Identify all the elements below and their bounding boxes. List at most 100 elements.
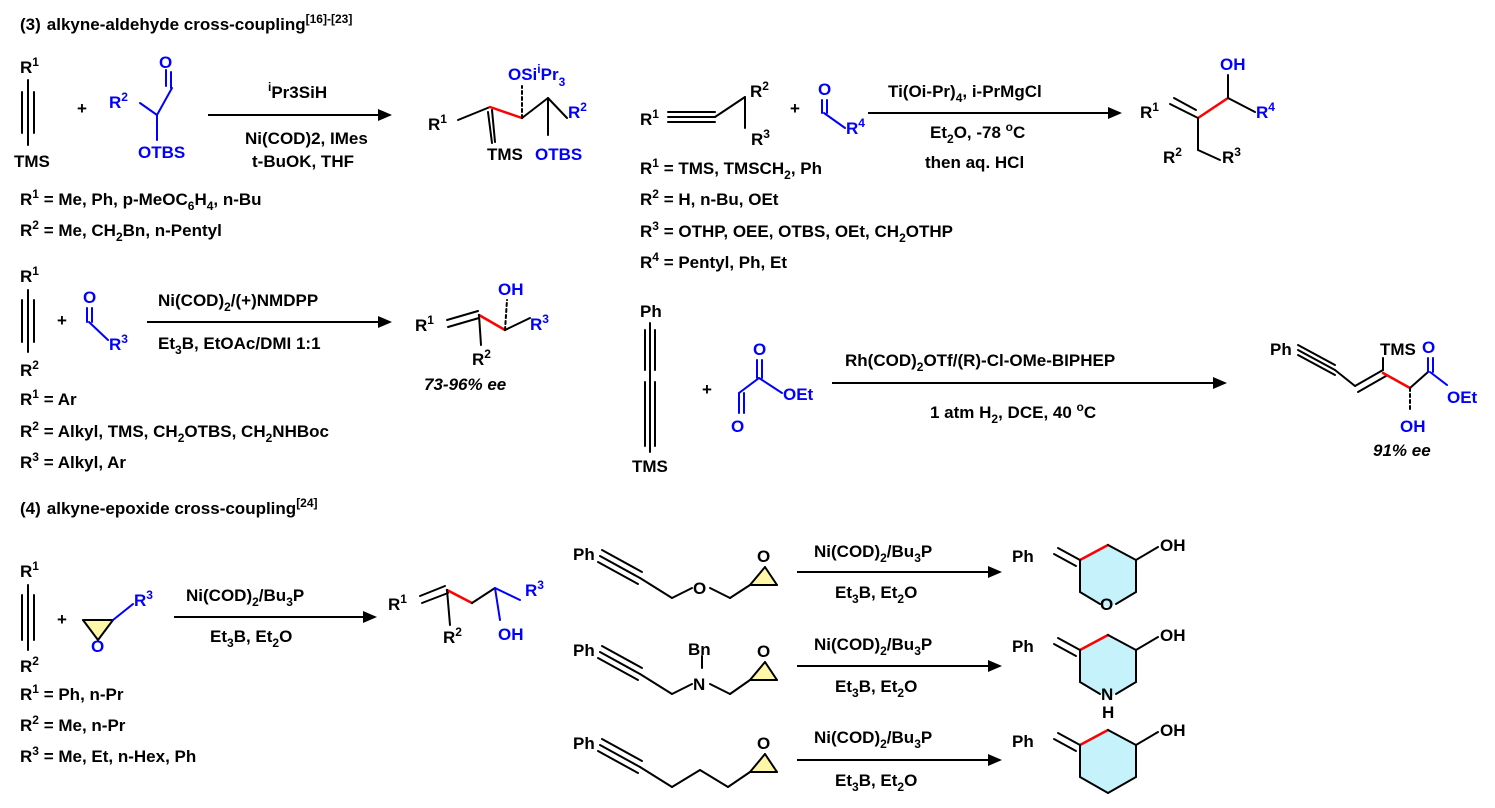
r7-condition-1: Ni(COD)2/Bu3P bbox=[814, 635, 932, 658]
reaction-7: Ph N Bn O Ni(COD)2/Bu3P Et3B, Et2O N H bbox=[573, 626, 1186, 722]
svg-text:O: O bbox=[91, 637, 104, 656]
r4-condition-1: Rh(COD)2OTf/(R)-Cl-OMe-BIPHEP bbox=[845, 351, 1115, 374]
r5-condition-1: Ni(COD)2/Bu3P bbox=[186, 586, 304, 609]
svg-text:H: H bbox=[1102, 703, 1114, 722]
reaction-1: R1 TMS + R2 O OTBS iPr3SiH Ni(COD)2, IMe… bbox=[14, 53, 587, 244]
svg-text:OH: OH bbox=[498, 280, 524, 299]
svg-text:R3: R3 bbox=[525, 578, 544, 600]
reaction-5: R1 R2 + O R3 Ni(COD)2/Bu3P Et3B, Et2O R1 bbox=[20, 559, 544, 766]
svg-text:OTBS: OTBS bbox=[138, 143, 185, 162]
r5-substituent-3: R3 = Me, Et, n-Hex, Ph bbox=[20, 744, 196, 766]
reaction-3: R1 R2 + O R3 Ni(COD)2/(+)NMDPP Et3B, EtO… bbox=[20, 264, 549, 472]
r4-glyoxylate: O OEt O bbox=[731, 340, 814, 436]
reaction-4: Ph TMS + O OEt O Rh(COD)2OTf/(R)-Cl-OMe-… bbox=[632, 302, 1478, 476]
svg-text:R1: R1 bbox=[20, 559, 39, 581]
svg-text:O: O bbox=[753, 340, 766, 359]
r2-condition-1: Et2O, -78 oC bbox=[930, 120, 1025, 146]
svg-text:Ph: Ph bbox=[1270, 340, 1292, 359]
r2-substituent-2: R2 = H, n-Bu, OEt bbox=[640, 187, 779, 209]
svg-text:+: + bbox=[790, 99, 800, 118]
svg-text:Ph: Ph bbox=[1012, 732, 1034, 751]
r3-substituent-2: R2 = Alkyl, TMS, CH2OTBS, CH2NHBoc bbox=[20, 419, 329, 445]
r6-condition-2: Et3B, Et2O bbox=[835, 583, 917, 606]
svg-text:O: O bbox=[757, 642, 770, 661]
svg-text:O: O bbox=[757, 547, 770, 566]
svg-text:+: + bbox=[57, 610, 67, 629]
r2-product: R1 OH R4 R2 R3 bbox=[1140, 55, 1275, 167]
r1-substituent-2: R2 = Me, CH2Bn, n-Pentyl bbox=[20, 218, 222, 244]
svg-text:R3: R3 bbox=[1222, 145, 1241, 167]
svg-text:R2: R2 bbox=[109, 90, 128, 112]
svg-text:R3: R3 bbox=[134, 588, 153, 610]
r7-condition-2: Et3B, Et2O bbox=[835, 677, 917, 700]
r2-substituent-4: R4 = Pentyl, Ph, Et bbox=[640, 250, 787, 272]
svg-text:R3: R3 bbox=[751, 127, 770, 149]
svg-text:R4: R4 bbox=[1256, 100, 1275, 122]
svg-text:OEt: OEt bbox=[1447, 388, 1478, 407]
r5-substituent-1: R1 = Ph, n-Pr bbox=[20, 682, 124, 704]
r8-condition-1: Ni(COD)2/Bu3P bbox=[814, 728, 932, 751]
svg-text:OH: OH bbox=[1400, 417, 1426, 436]
section-3-heading: (3)alkyne-aldehyde cross-coupling[16]-[2… bbox=[20, 12, 352, 34]
svg-text:R2: R2 bbox=[20, 358, 39, 380]
svg-text:OEt: OEt bbox=[783, 385, 814, 404]
svg-text:R3: R3 bbox=[109, 332, 128, 354]
r4-ee: 91% ee bbox=[1373, 441, 1431, 460]
svg-text:(4)alkyne-epoxide cross-coupli: (4)alkyne-epoxide cross-coupling[24] bbox=[20, 496, 318, 518]
svg-text:R2: R2 bbox=[472, 347, 491, 369]
section-4-heading: (4)alkyne-epoxide cross-coupling[24] bbox=[20, 496, 318, 518]
r6-product-oxane: O Ph OH bbox=[1012, 536, 1186, 614]
svg-text:R2: R2 bbox=[443, 625, 462, 647]
svg-text:O: O bbox=[731, 417, 744, 436]
svg-text:R3: R3 bbox=[530, 312, 549, 334]
r6-condition-1: Ni(COD)2/Bu3P bbox=[814, 542, 932, 565]
svg-text:O: O bbox=[693, 579, 706, 598]
r1-substituent-1: R1 = Me, Ph, p-MeOC6H4, n-Bu bbox=[20, 187, 262, 213]
svg-text:OH: OH bbox=[498, 625, 524, 644]
r1-aldehyde: R2 O OTBS bbox=[109, 53, 185, 162]
r2-aldehyde: O R4 bbox=[818, 80, 865, 138]
svg-text:OH: OH bbox=[1160, 626, 1186, 645]
svg-text:R2: R2 bbox=[750, 79, 769, 101]
r1-condition-2: t-BuOK, THF bbox=[252, 152, 354, 171]
r2-substituent-3: R3 = OTHP, OEE, OTBS, OEt, CH2OTHP bbox=[640, 219, 953, 245]
r1-reagent: iPr3SiH bbox=[268, 80, 327, 102]
reaction-6: Ph O O Ni(COD)2/Bu3P Et3B, Et2O O Ph bbox=[573, 536, 1186, 614]
svg-text:OSiiPr3: OSiiPr3 bbox=[508, 62, 566, 89]
svg-text:TMS: TMS bbox=[487, 145, 523, 164]
r3-substituent-1: R1 = Ar bbox=[20, 387, 77, 409]
r5-condition-2: Et3B, Et2O bbox=[210, 627, 292, 650]
svg-text:R1: R1 bbox=[388, 592, 407, 614]
svg-text:R1: R1 bbox=[640, 107, 659, 129]
plus-sign: + bbox=[77, 99, 87, 118]
reaction-2: R1 R2 R3 + O R4 Ti(Oi-Pr)4, i-PrMgCl Et2… bbox=[640, 55, 1275, 272]
svg-text:R1: R1 bbox=[415, 313, 434, 335]
r2-condition-2: then aq. HCl bbox=[925, 153, 1024, 172]
svg-text:Ph: Ph bbox=[1012, 637, 1034, 656]
svg-text:R1: R1 bbox=[1140, 100, 1159, 122]
r1-alkyne-r1: R1 bbox=[20, 55, 39, 77]
svg-text:N: N bbox=[693, 675, 705, 694]
r5-product: R1 R3 OH R2 bbox=[388, 578, 544, 647]
svg-text:(3)alkyne-aldehyde cross-coupl: (3)alkyne-aldehyde cross-coupling[16]-[2… bbox=[20, 12, 352, 34]
svg-text:TMS: TMS bbox=[1380, 340, 1416, 359]
svg-text:O: O bbox=[757, 734, 770, 753]
svg-text:+: + bbox=[702, 380, 712, 399]
svg-text:Bn: Bn bbox=[688, 640, 711, 659]
svg-text:Ph: Ph bbox=[573, 641, 595, 660]
svg-text:O: O bbox=[818, 80, 831, 99]
reaction-8: Ph O Ni(COD)2/Bu3P Et3B, Et2O Ph OH bbox=[573, 721, 1186, 794]
r8-condition-2: Et3B, Et2O bbox=[835, 771, 917, 794]
svg-text:Ph: Ph bbox=[573, 545, 595, 564]
svg-text:R1: R1 bbox=[428, 112, 447, 134]
svg-text:OH: OH bbox=[1220, 55, 1246, 74]
svg-text:Ph: Ph bbox=[573, 734, 595, 753]
svg-text:Ph: Ph bbox=[1012, 547, 1034, 566]
r3-condition-1: Ni(COD)2/(+)NMDPP bbox=[158, 291, 318, 314]
r4-condition-2: 1 atm H2, DCE, 40 oC bbox=[930, 400, 1096, 426]
svg-text:R4: R4 bbox=[846, 116, 865, 138]
r3-ee: 73-96% ee bbox=[424, 375, 506, 394]
r5-substituent-2: R2 = Me, n-Pr bbox=[20, 713, 126, 735]
svg-text:R2: R2 bbox=[20, 654, 39, 676]
